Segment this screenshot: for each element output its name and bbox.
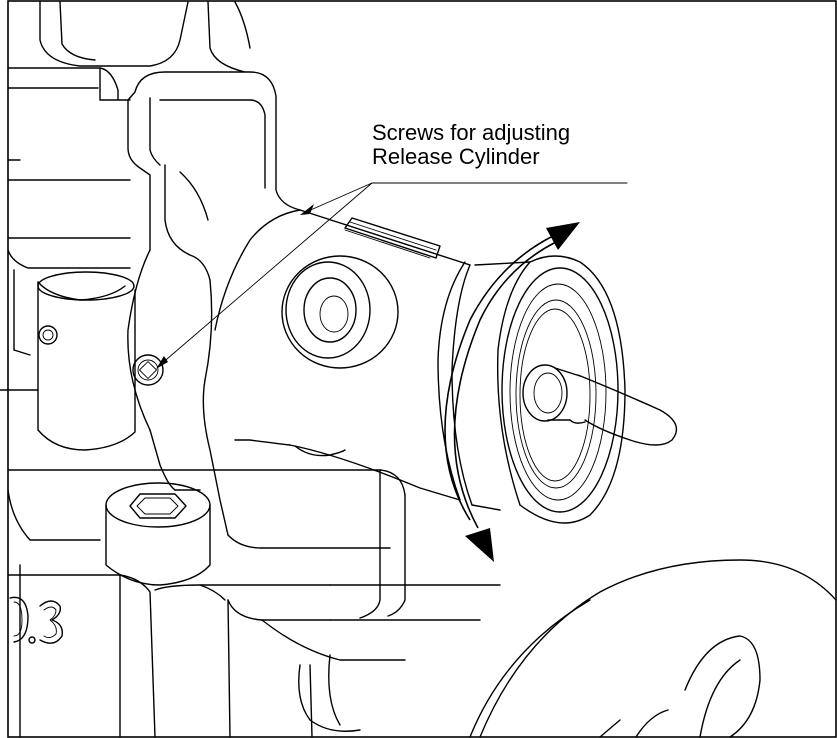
callout-label: Screws for adjusting Release Cylinder (372, 121, 570, 169)
left-body-block (7, 67, 131, 239)
callout-line-2: Release Cylinder (372, 144, 540, 169)
release-cylinder (214, 209, 626, 524)
rotation-arrow-icon (444, 222, 580, 562)
lower-shaft (0, 249, 136, 451)
callout-line-1: Screws for adjusting (372, 120, 571, 145)
release-lever (522, 364, 678, 446)
callout-leaders (156, 182, 628, 369)
socket-cap-screw (105, 482, 211, 586)
base-plate (7, 469, 501, 738)
flange-wheel (469, 559, 837, 738)
frame-border (7, 0, 837, 738)
clamp-bracket (127, 71, 301, 549)
part-marking (9, 596, 63, 644)
top-knob (39, 1, 251, 73)
